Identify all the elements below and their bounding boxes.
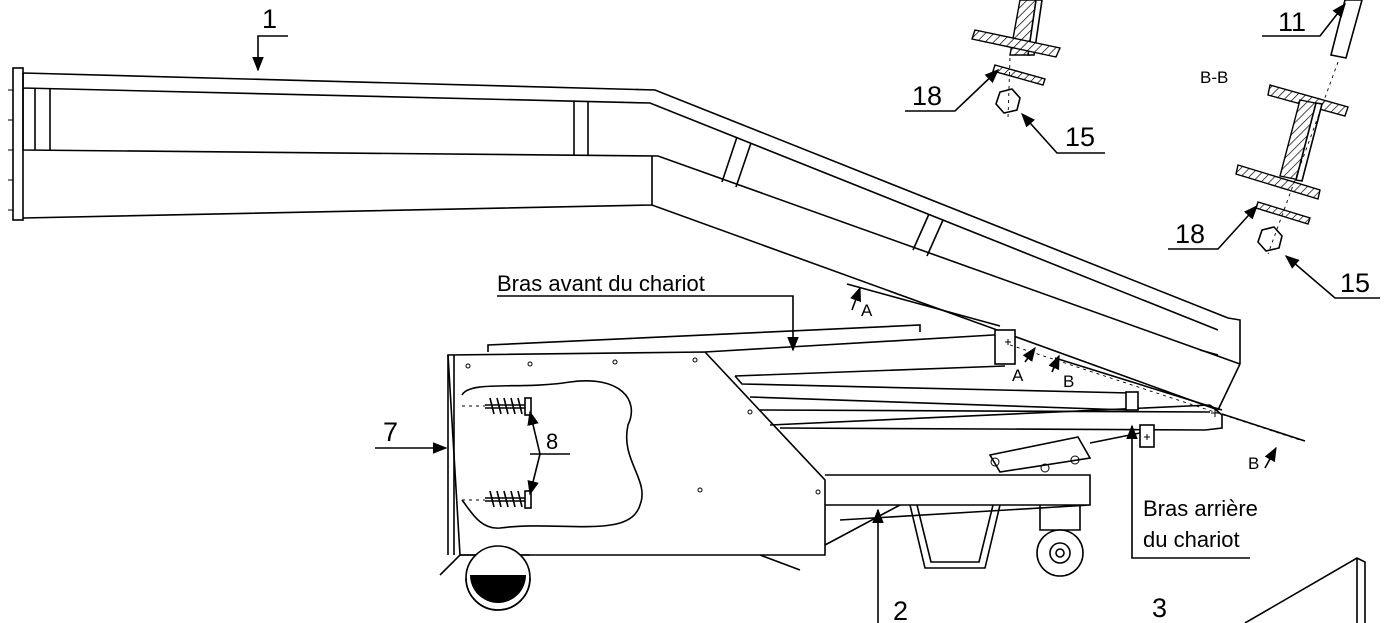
trolley-body bbox=[447, 351, 826, 556]
marker-a-bottom-text: A bbox=[1012, 366, 1024, 385]
callout-18b-text: 18 bbox=[1175, 219, 1205, 249]
callout-3-text: 3 bbox=[1152, 593, 1167, 623]
callout-18b: 18 bbox=[1168, 204, 1258, 250]
callout-18a-text: 18 bbox=[912, 81, 942, 111]
callout-8-text: 8 bbox=[546, 429, 558, 454]
section-marker-b-mid: B bbox=[1048, 354, 1223, 411]
nut-15a bbox=[995, 88, 1021, 114]
trolley-assembly bbox=[439, 324, 1301, 611]
callout-1: 1 bbox=[252, 4, 288, 72]
section-bb-label: B-B bbox=[1200, 68, 1228, 87]
washer-18a bbox=[992, 64, 1046, 86]
ramp-end-plate bbox=[12, 67, 24, 221]
callout-11: 11 bbox=[1262, 2, 1346, 37]
callout-7: 7 bbox=[375, 417, 448, 454]
label-bras-arriere: Bras arrière du chariot bbox=[1126, 424, 1258, 559]
rear-arm bbox=[988, 436, 1092, 473]
section-a-detail bbox=[971, 0, 1061, 119]
callout-15a: 15 bbox=[1021, 112, 1105, 154]
callout-2: 2 bbox=[872, 508, 908, 623]
marker-b-right-text: B bbox=[1248, 454, 1259, 473]
marker-a-top-text: A bbox=[861, 301, 873, 320]
callout-7-text: 7 bbox=[383, 417, 398, 447]
bras-arriere-text-2: du chariot bbox=[1143, 527, 1240, 552]
callout-18a: 18 bbox=[905, 69, 1000, 112]
panel-3 bbox=[1244, 557, 1366, 623]
callout-15b: 15 bbox=[1284, 255, 1380, 299]
pin-11 bbox=[1330, 0, 1363, 59]
front-arm bbox=[487, 324, 1011, 377]
callout-15b-text: 15 bbox=[1340, 268, 1370, 298]
ramp-lower-beam bbox=[22, 156, 1241, 411]
label-bras-avant: Bras avant du chariot bbox=[497, 271, 799, 352]
section-marker-b-right: B bbox=[1221, 413, 1306, 473]
section-marker-a-top: A bbox=[846, 283, 1001, 327]
section-b-detail bbox=[1235, 0, 1363, 255]
bras-avant-text: Bras avant du chariot bbox=[497, 271, 705, 296]
bras-arriere-text-1: Bras arrière bbox=[1143, 496, 1258, 521]
callout-15a-text: 15 bbox=[1065, 122, 1095, 152]
washer-18b bbox=[1255, 201, 1311, 225]
section-marker-a-bottom: A bbox=[1012, 346, 1036, 385]
nut-15b bbox=[1257, 226, 1283, 252]
spring-upper bbox=[485, 397, 532, 416]
callout-1-text: 1 bbox=[262, 4, 277, 34]
callout-11-text: 11 bbox=[1278, 7, 1306, 37]
basket bbox=[909, 504, 1001, 569]
spring-lower bbox=[485, 490, 532, 509]
marker-b-mid-text: B bbox=[1063, 372, 1074, 391]
ramp-assembly bbox=[8, 67, 1241, 411]
ramp-upper-beam bbox=[22, 72, 1241, 365]
cutaway-region bbox=[461, 380, 643, 529]
callout-2-text: 2 bbox=[893, 596, 908, 623]
callout-8: 8 bbox=[527, 410, 570, 496]
